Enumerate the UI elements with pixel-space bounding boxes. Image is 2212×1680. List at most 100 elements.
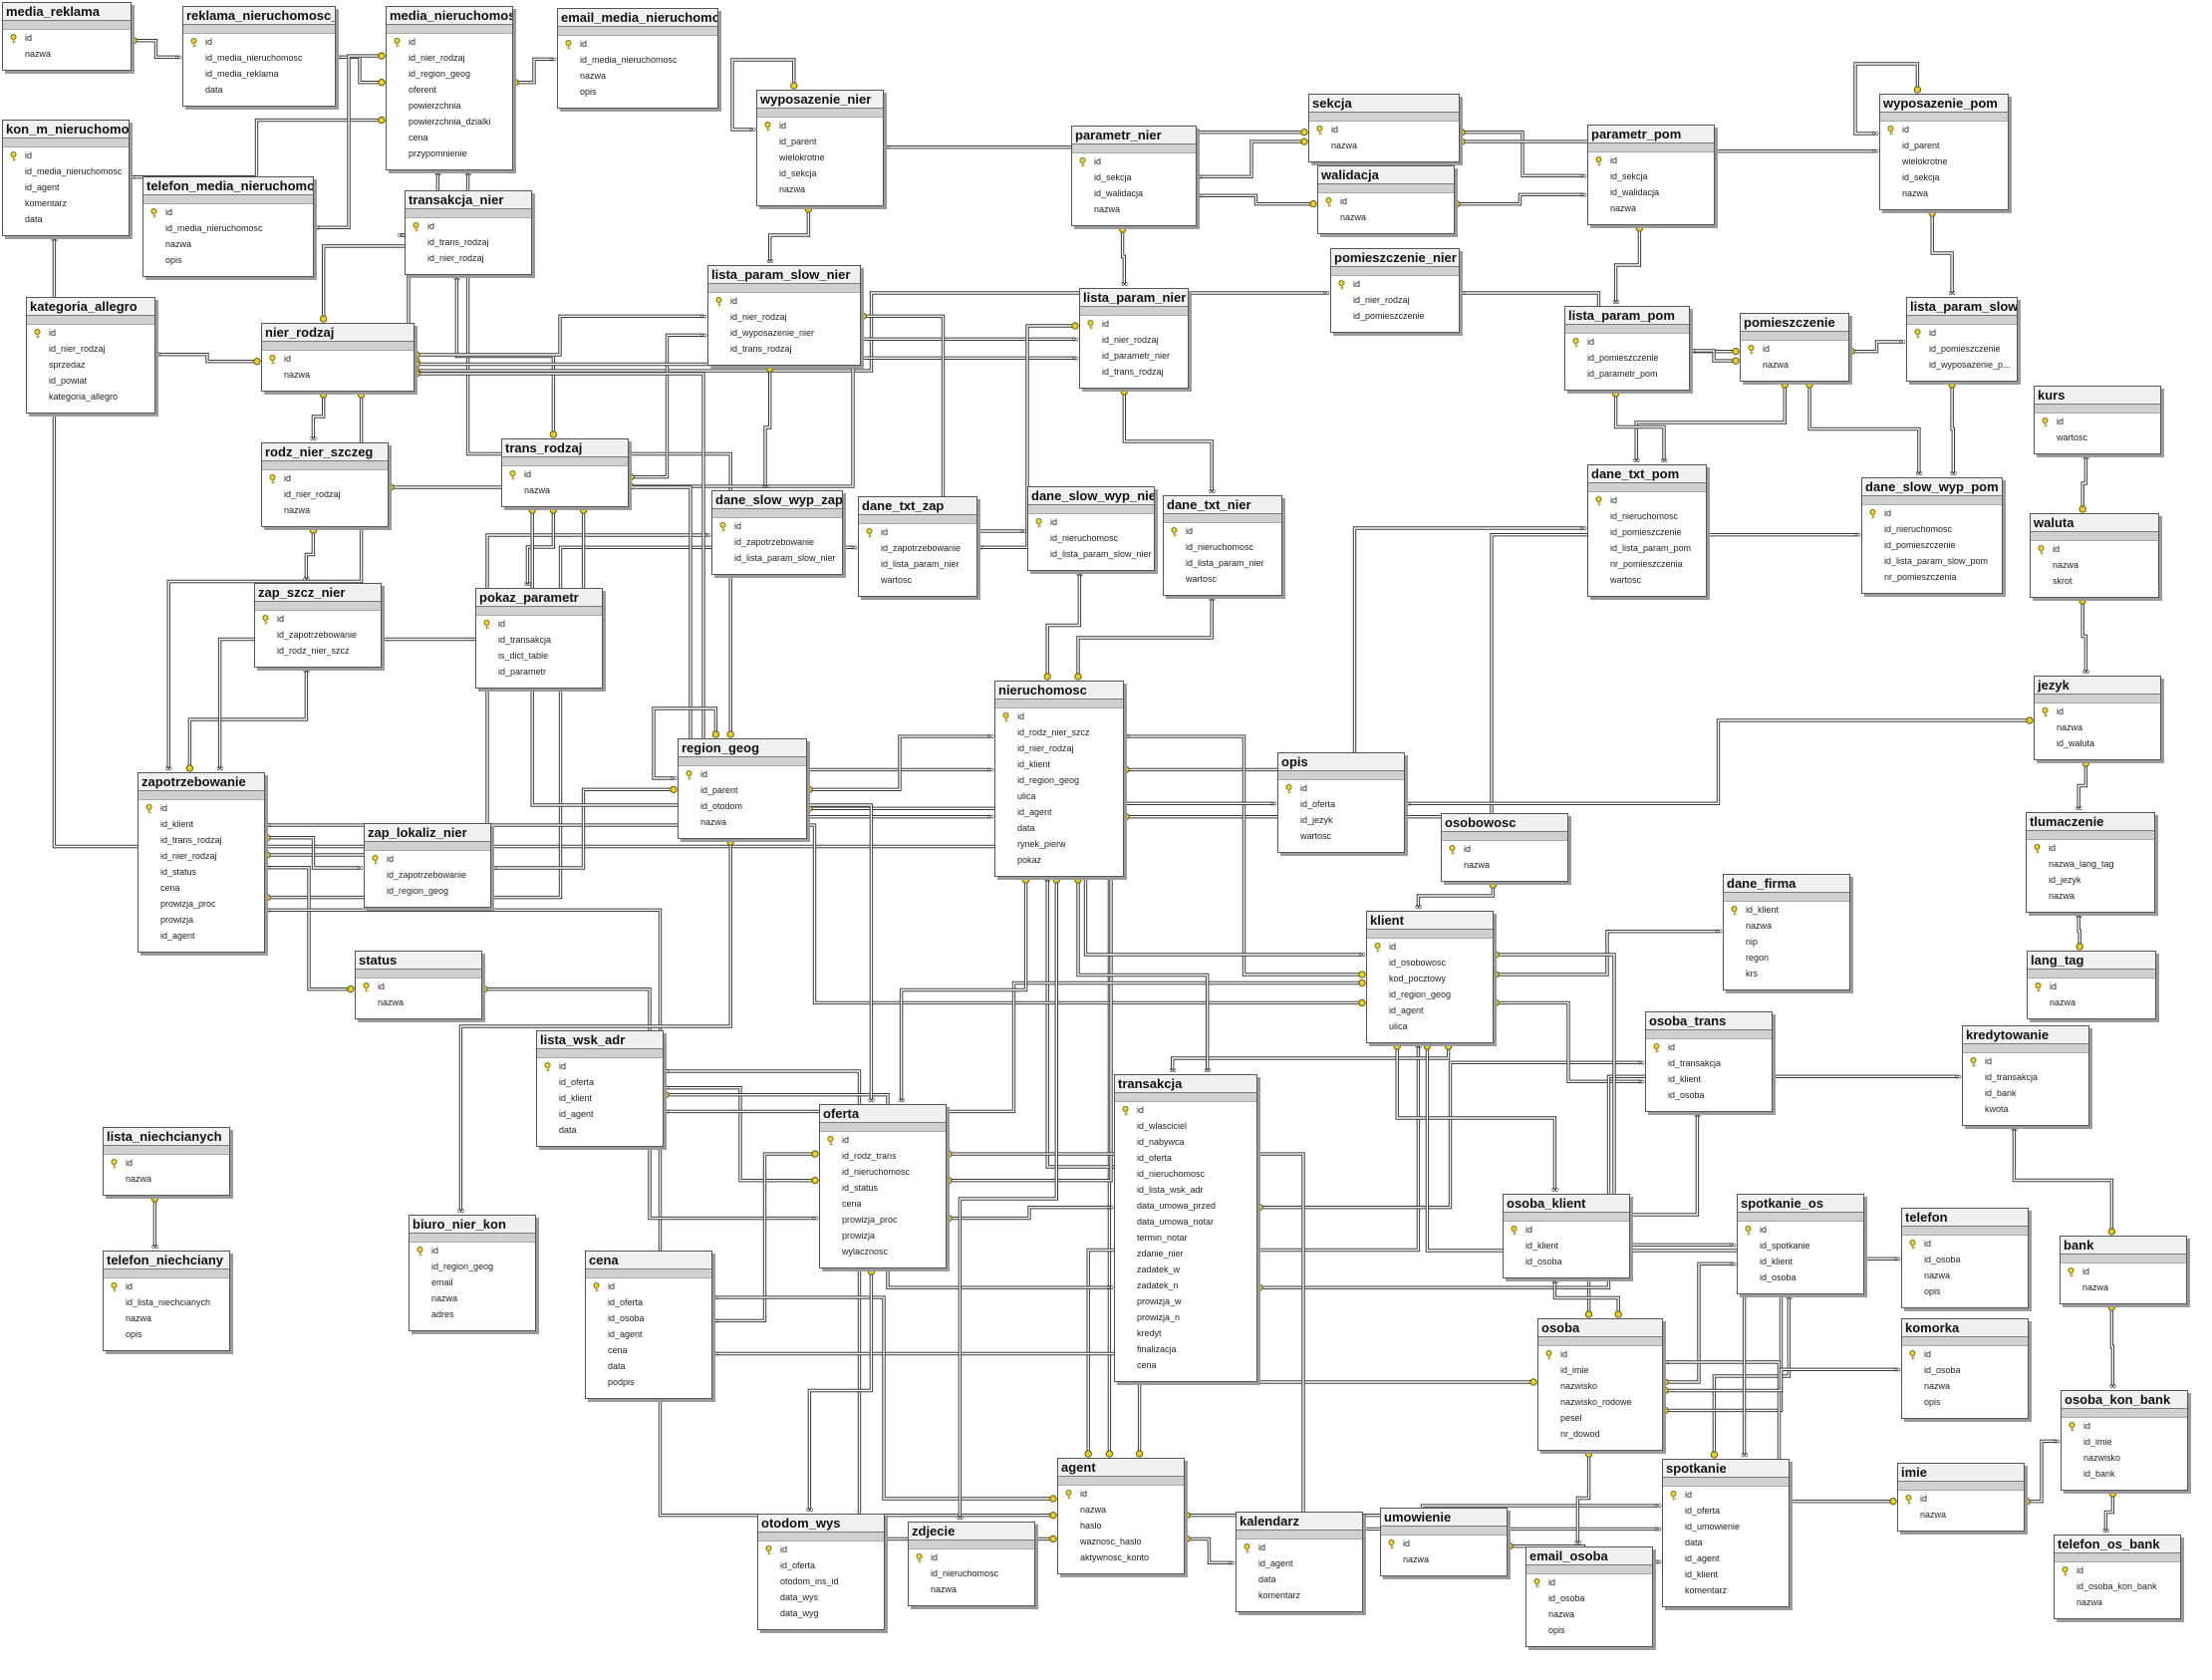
column-row[interactable]: id [995,708,1123,724]
column-row[interactable]: nip [1724,934,1849,950]
relationship-line[interactable]: ∞ [302,526,318,585]
column-row[interactable]: id [2031,541,2158,557]
table-title[interactable]: transakcja_nier [406,191,531,209]
relationship-line[interactable]: ∞ [1118,225,1129,290]
table-title[interactable]: imie [1898,1464,2024,1482]
table-title[interactable]: spotkanie_os [1738,1195,1863,1213]
column-row[interactable]: podpis [586,1374,711,1390]
relationship-line[interactable]: ∞ [130,37,183,63]
table-title[interactable]: transakcja [1115,1075,1256,1093]
column-row[interactable]: id_oferta [1278,796,1404,812]
relationship-line[interactable]: ∞ [1853,62,1922,140]
column-row[interactable]: nazwa [1724,918,1849,934]
column-row[interactable]: id_osoba_kon_bank [2055,1578,2180,1594]
table-title[interactable]: telefon_os_bank [2055,1536,2180,1553]
relationship-line[interactable]: ∞ [1122,523,1588,774]
table-title[interactable]: waluta [2031,514,2158,532]
column-row[interactable]: id [255,611,381,627]
column-row[interactable]: id_transakcja [1963,1069,2088,1085]
table-title[interactable]: walidacja [1318,166,1454,184]
table-title[interactable]: osoba_klient [1504,1195,1629,1213]
column-row[interactable]: nazwa [1526,1606,1652,1622]
column-row[interactable]: id [1663,1487,1789,1503]
column-row[interactable]: opis [1902,1394,2028,1410]
column-row[interactable]: id_nieruchomosc [820,1164,946,1180]
column-row[interactable]: id [104,1155,229,1171]
table-title[interactable]: otodom_wys [758,1515,884,1533]
relationship-line[interactable]: ∞ [1948,381,1958,479]
relationship-line[interactable]: ∞ [2107,1303,2117,1392]
column-row[interactable]: id_nieruchomosc [909,1565,1034,1581]
column-row[interactable]: id_otodom [679,798,806,814]
relationship-line[interactable]: ∞ [1120,388,1217,497]
column-row[interactable]: id_zapotrzebowanie [712,534,842,550]
column-row[interactable]: id [1588,152,1714,168]
column-row[interactable]: id [2035,703,2160,719]
column-row[interactable]: id_region_geog [387,66,512,82]
column-row[interactable]: id [1902,1236,2028,1252]
column-row[interactable]: nr_dowod [1538,1426,1662,1442]
relationship-line[interactable]: ∞ [1847,337,1907,356]
table-title[interactable]: reklama_nieruchomosc_ [183,7,335,25]
table-title[interactable]: zap_lokaliz_nier [365,824,490,842]
relationship-line[interactable]: ∞ [1550,1276,1622,1318]
table-title[interactable]: bank [2061,1237,2186,1255]
relationship-line[interactable]: ∞ [1492,927,1724,979]
column-row[interactable]: id_imie [1538,1362,1662,1378]
column-row[interactable]: data [183,82,335,98]
column-row[interactable]: id_trans_rodzaj [138,832,264,848]
column-row[interactable]: id_klient [1504,1238,1629,1254]
column-row[interactable]: id [909,1549,1034,1565]
column-row[interactable]: prowizja_proc [820,1212,946,1228]
column-row[interactable]: nazwa [2055,1594,2180,1610]
column-row[interactable]: id_nabywca [1115,1134,1256,1150]
column-row[interactable]: skrot [2031,573,2158,589]
column-row[interactable]: id_oferta [537,1074,663,1090]
column-row[interactable]: id_lista_param_pom [1588,540,1706,556]
table-title[interactable]: zdjecie [909,1523,1034,1540]
relationship-line[interactable]: ∞ [2010,1124,2116,1236]
column-row[interactable]: id_nieruchomosc [1862,521,2002,537]
column-row[interactable]: id_zapotrzebowanie [255,627,381,643]
table-title[interactable]: dane_txt_nier [1164,496,1281,514]
column-row[interactable]: data_wyg [758,1605,884,1621]
column-row[interactable]: id_agent [995,804,1123,820]
column-row[interactable]: email [410,1274,535,1290]
column-row[interactable]: id_parent [757,134,883,149]
relationship-line[interactable]: ∞ [511,54,558,87]
column-row[interactable]: id_parent [679,782,806,798]
relationship-line[interactable]: ∞ [805,731,995,793]
column-row[interactable]: id_bank [2062,1466,2187,1482]
table-title[interactable]: dane_slow_wyp_pom [1862,478,2002,496]
column-row[interactable]: cena [1115,1357,1256,1373]
column-row[interactable]: nazwa [143,236,313,252]
column-row[interactable]: id_media_nieruchomosc [558,52,717,68]
relationship-line[interactable]: ∞ [2074,759,2090,814]
column-row[interactable]: id [537,1058,663,1074]
table-title[interactable]: telefon_media_nieruchomos [143,177,313,195]
table-title[interactable]: rodz_nier_szczeg [262,443,388,461]
column-row[interactable]: id_oferta [586,1294,711,1310]
column-row[interactable]: id_pomieszczenie [1907,341,2017,357]
relationship-line[interactable]: ∞ [1183,1535,1237,1568]
column-row[interactable]: id [1028,514,1154,530]
column-row[interactable]: zadatek_w [1115,1261,1256,1277]
column-row[interactable]: nazwa [909,1581,1034,1597]
table-title[interactable]: biuro_nier_kon [410,1216,535,1234]
column-row[interactable]: id [387,34,512,50]
column-row[interactable]: opis [558,84,717,100]
relationship-line[interactable]: ∞ [2023,1436,2062,1506]
relationship-line[interactable]: ∞ [859,312,1028,537]
column-row[interactable]: id_klient [1738,1254,1863,1269]
relationship-line[interactable]: ∞ [263,530,712,859]
column-row[interactable]: id_osoba [1646,1087,1772,1103]
